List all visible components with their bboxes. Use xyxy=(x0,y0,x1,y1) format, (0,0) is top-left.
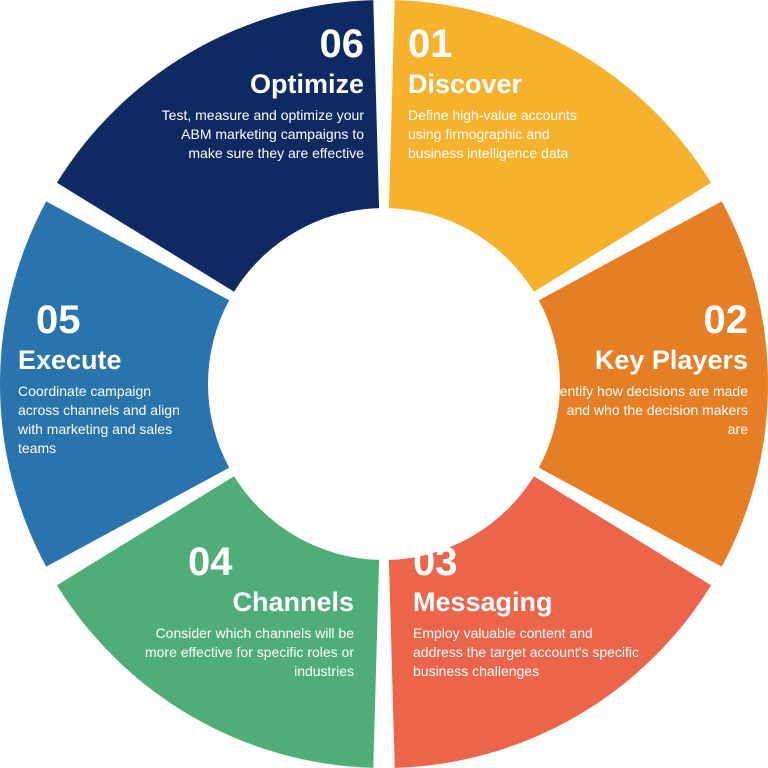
step-description: Identify how decisions are made and who … xyxy=(548,383,748,437)
step-number: 05 xyxy=(36,298,81,342)
segment-channels xyxy=(56,476,380,768)
step-messaging: 03 Messaging Employ valuable content and… xyxy=(413,540,643,681)
step-channels: 04 Channels Consider which channels will… xyxy=(124,540,354,681)
step-description: Consider which channels will be more eff… xyxy=(144,625,354,679)
segment-discover xyxy=(388,0,712,292)
step-title: Channels xyxy=(232,587,354,617)
segment-key-players xyxy=(538,201,768,567)
segment-execute xyxy=(0,201,230,567)
step-title: Optimize xyxy=(249,69,364,99)
step-description: Test, measure and optimize your ABM mark… xyxy=(161,107,364,161)
segment-optimize xyxy=(56,0,380,292)
step-number: 03 xyxy=(413,540,458,584)
step-title: Messaging xyxy=(413,587,553,617)
step-title: Discover xyxy=(408,69,523,99)
step-execute: 05 Execute Coordinate campaign across ch… xyxy=(18,298,193,458)
step-number: 02 xyxy=(703,298,749,342)
step-description: Employ valuable content and address the … xyxy=(413,625,640,679)
step-optimize: 06 Optimize Test, measure and optimize y… xyxy=(144,22,364,163)
step-number: 06 xyxy=(319,22,365,66)
segment-messaging xyxy=(388,476,712,768)
step-key-players: 02 Key Players Identify how decisions ar… xyxy=(548,298,748,439)
step-discover: 01 Discover Define high-value accounts u… xyxy=(408,22,608,163)
step-description: Coordinate campaign across channels and … xyxy=(18,383,180,456)
step-number: 04 xyxy=(188,540,233,584)
step-title: Key Players xyxy=(594,345,748,375)
step-number: 01 xyxy=(408,22,453,66)
step-title: Execute xyxy=(18,345,122,375)
step-description: Define high-value accounts using firmogr… xyxy=(408,107,577,161)
